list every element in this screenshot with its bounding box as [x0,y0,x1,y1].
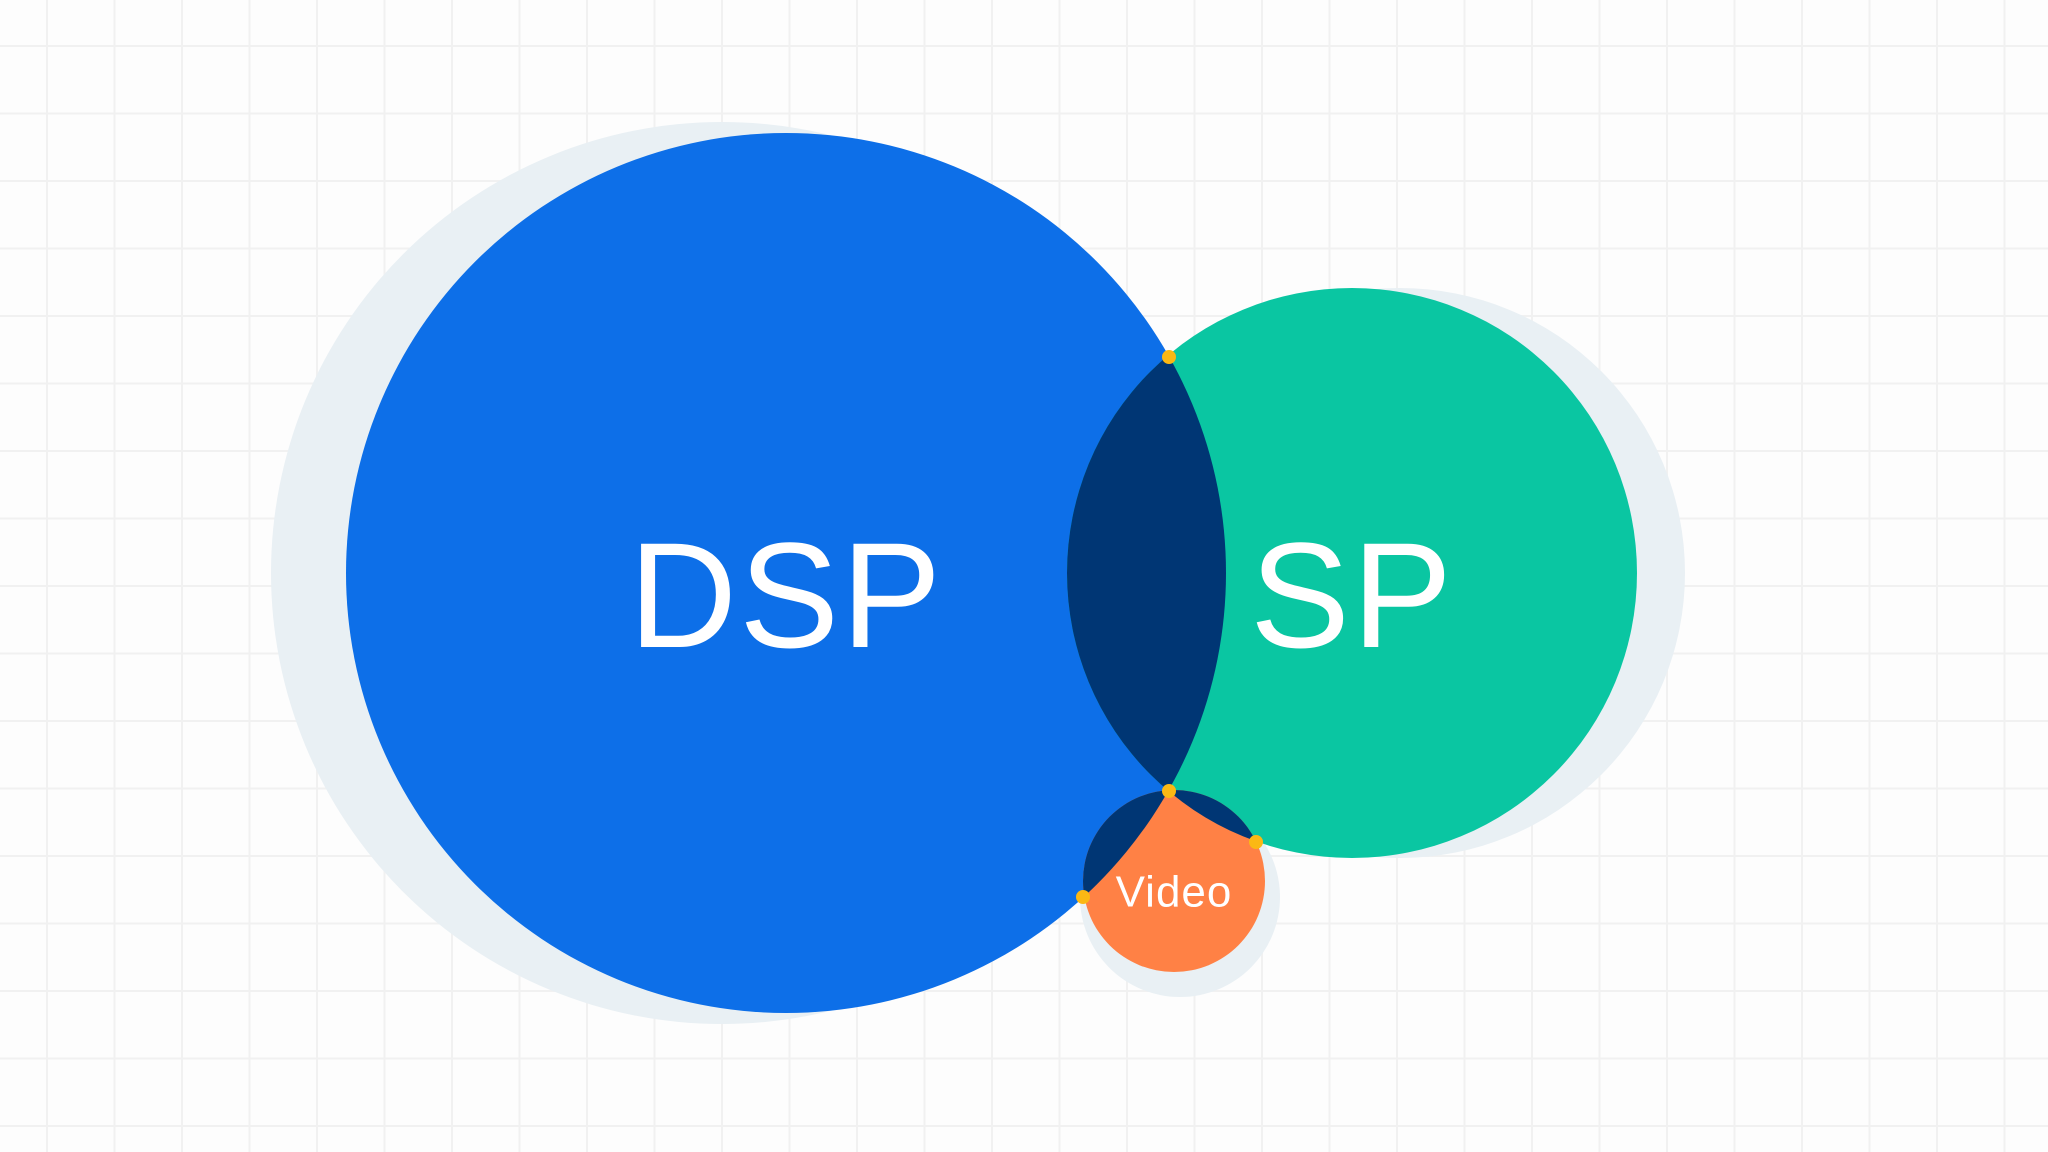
intersection-point [1162,350,1176,364]
intersection-point [1249,835,1263,849]
dsp-circle [346,133,1226,1013]
intersection-point [1162,784,1176,798]
video-label: Video [1116,868,1233,917]
sp-label: SP [1250,511,1454,679]
intersection-point [1076,890,1090,904]
dsp-label: DSP [629,511,943,679]
sp-circle [1067,288,1637,858]
